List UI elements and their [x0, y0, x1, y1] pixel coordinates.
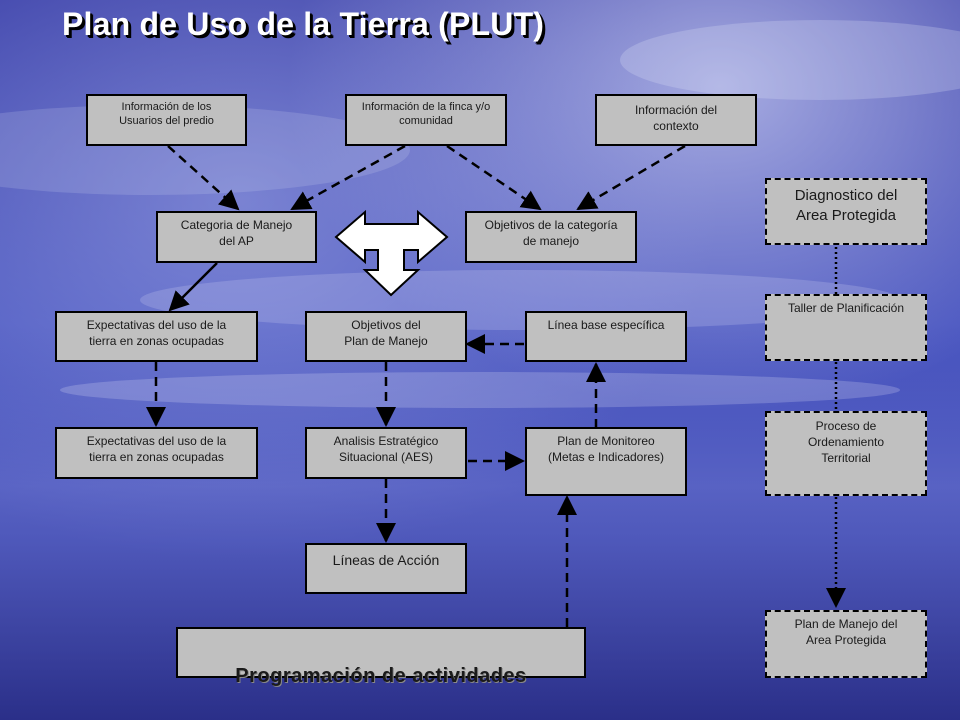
box-plan-monitoreo: Plan de Monitoreo (Metas e Indicadores)	[525, 427, 687, 496]
box-proceso-label: Proceso de Ordenamiento Territorial	[807, 419, 885, 465]
box-expectativas-1-label: Expectativas del uso de la tierra en zon…	[86, 318, 227, 348]
box-expectativas-2-label: Expectativas del uso de la tierra en zon…	[86, 434, 227, 464]
box-analisis: Analisis Estratégico Situacional (AES)	[305, 427, 467, 479]
box-linea-base-label: Línea base específica	[547, 318, 665, 332]
box-objetivos-categoria-label: Objetivos de la categoría de manejo	[484, 218, 618, 248]
box-categoria-manejo: Categoria de Manejo del AP	[156, 211, 317, 263]
t-arrow-icon	[334, 209, 449, 297]
box-plan-manejo-ap-label: Plan de Manejo del Area Protegida	[794, 617, 898, 647]
box-lineas-accion-label: Líneas de Acción	[332, 552, 440, 568]
box-taller-label: Taller de Planificación	[787, 301, 905, 315]
box-info-usuarios-label: Información de los Usuarios del predio	[119, 101, 214, 127]
box-plan-manejo-ap: Plan de Manejo del Area Protegida	[765, 610, 927, 678]
box-objetivos-categoria: Objetivos de la categoría de manejo	[465, 211, 637, 263]
box-info-contexto-label: Información del contexto	[634, 103, 718, 133]
box-linea-base: Línea base específica	[525, 311, 687, 362]
box-taller: Taller de Planificación	[765, 294, 927, 361]
box-info-finca-label: Información de la finca y/o comunidad	[361, 101, 491, 127]
page-title: Plan de Uso de la Tierra (PLUT)	[62, 6, 545, 42]
box-programacion: Programación de actividades	[176, 627, 586, 687]
box-expectativas-1: Expectativas del uso de la tierra en zon…	[55, 311, 258, 362]
box-proceso: Proceso de Ordenamiento Territorial	[765, 411, 927, 496]
box-info-contexto: Información del contexto	[595, 94, 757, 146]
box-info-usuarios: Información de los Usuarios del predio	[86, 94, 247, 146]
box-diagnostico: Diagnostico del Area Protegida	[765, 178, 927, 245]
box-diagnostico-label: Diagnostico del Area Protegida	[794, 187, 898, 224]
box-info-finca: Información de la finca y/o comunidad	[345, 94, 507, 146]
box-objetivos-plan-label: Objetivos del Plan de Manejo	[344, 318, 428, 348]
box-categoria-manejo-label: Categoria de Manejo del AP	[180, 218, 293, 248]
box-objetivos-plan: Objetivos del Plan de Manejo	[305, 311, 467, 362]
box-expectativas-2: Expectativas del uso de la tierra en zon…	[55, 427, 258, 479]
box-lineas-accion: Líneas de Acción	[305, 543, 467, 594]
box-programacion-label: Programación de actividades	[235, 665, 527, 687]
box-plan-monitoreo-label: Plan de Monitoreo (Metas e Indicadores)	[547, 434, 665, 464]
box-analisis-label: Analisis Estratégico Situacional (AES)	[333, 434, 439, 464]
